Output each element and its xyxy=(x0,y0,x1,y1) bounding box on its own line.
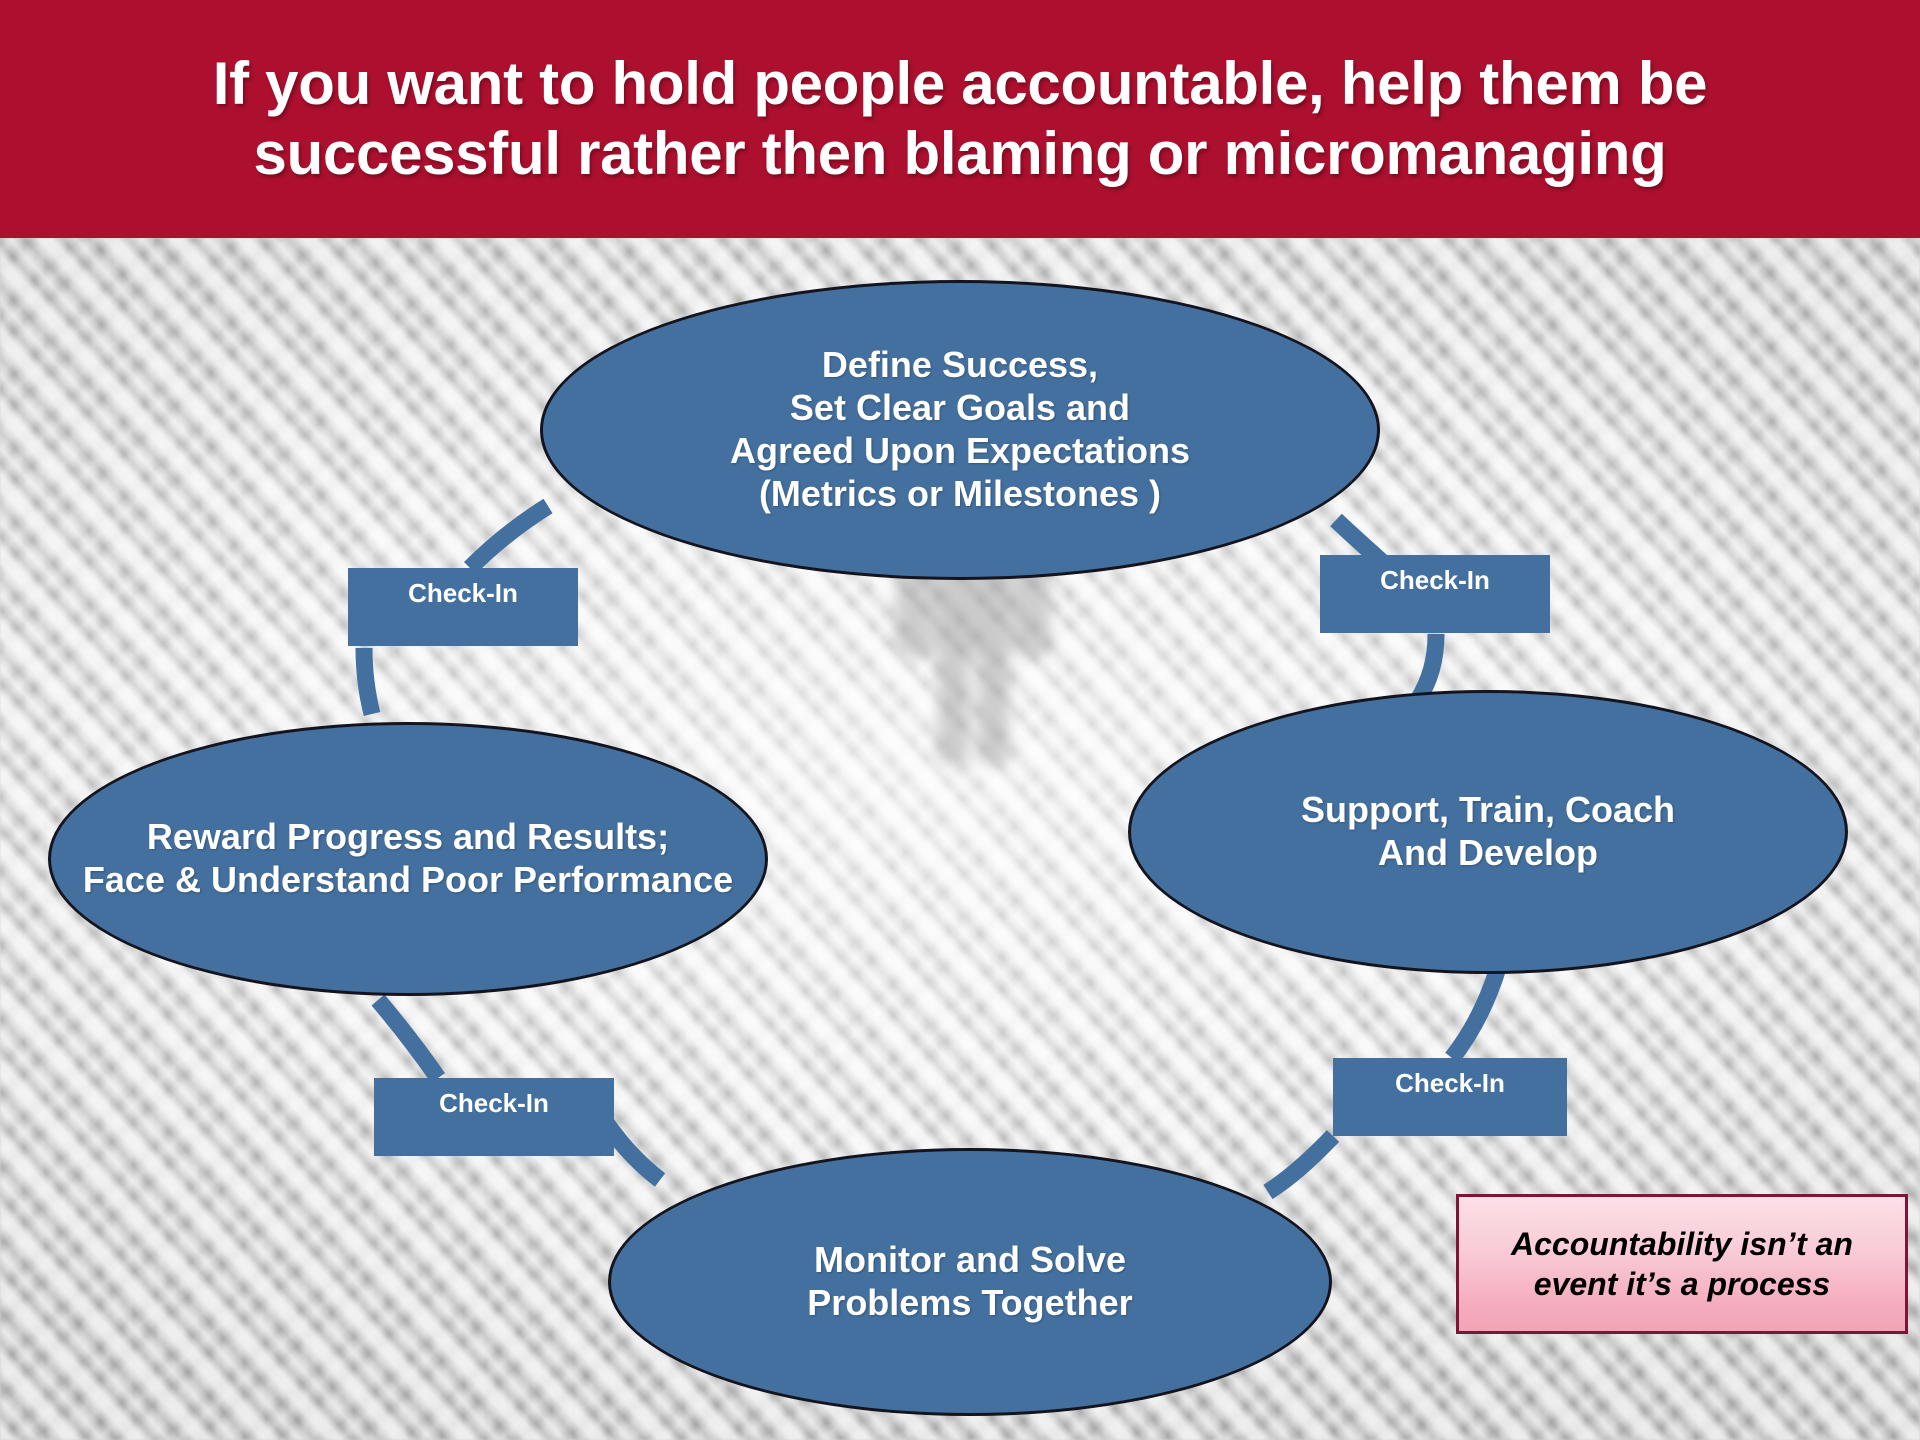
node-monitor-and-solve-label: Monitor and Solve Problems Together xyxy=(807,1239,1133,1323)
accountability-note-box: Accountability isn’t an event it’s a pro… xyxy=(1456,1194,1908,1334)
slide-title: If you want to hold people accountable, … xyxy=(212,50,1708,187)
figure-left-leg xyxy=(938,652,969,764)
node-reward-progress-label: Reward Progress and Results; Face & Unde… xyxy=(82,816,734,900)
checkin-box-bottom-left-label: Check-In xyxy=(439,1088,549,1118)
node-support-train-coach-label: Support, Train, Coach And Develop xyxy=(1300,789,1676,873)
title-banner: If you want to hold people accountable, … xyxy=(0,0,1920,238)
node-define-success-label: Define Success, Set Clear Goals and Agre… xyxy=(729,344,1191,514)
checkin-box-top-left-label: Check-In xyxy=(408,578,518,608)
node-monitor-and-solve[interactable]: Monitor and Solve Problems Together xyxy=(608,1148,1332,1416)
accountability-note-text: Accountability isn’t an event it’s a pro… xyxy=(1511,1225,1853,1302)
figure-right-leg xyxy=(978,652,1009,764)
checkin-box-bottom-right[interactable]: Check-In xyxy=(1333,1058,1567,1136)
checkin-box-top-right[interactable]: Check-In xyxy=(1320,555,1550,633)
checkin-box-top-right-label: Check-In xyxy=(1380,565,1490,595)
node-support-train-coach[interactable]: Support, Train, Coach And Develop xyxy=(1128,690,1848,974)
checkin-box-bottom-left[interactable]: Check-In xyxy=(374,1078,614,1156)
node-reward-progress[interactable]: Reward Progress and Results; Face & Unde… xyxy=(48,722,768,996)
checkin-box-top-left[interactable]: Check-In xyxy=(348,568,578,646)
checkin-box-bottom-right-label: Check-In xyxy=(1395,1068,1505,1098)
figure-right-arm xyxy=(1014,564,1050,656)
node-define-success[interactable]: Define Success, Set Clear Goals and Agre… xyxy=(540,280,1380,580)
